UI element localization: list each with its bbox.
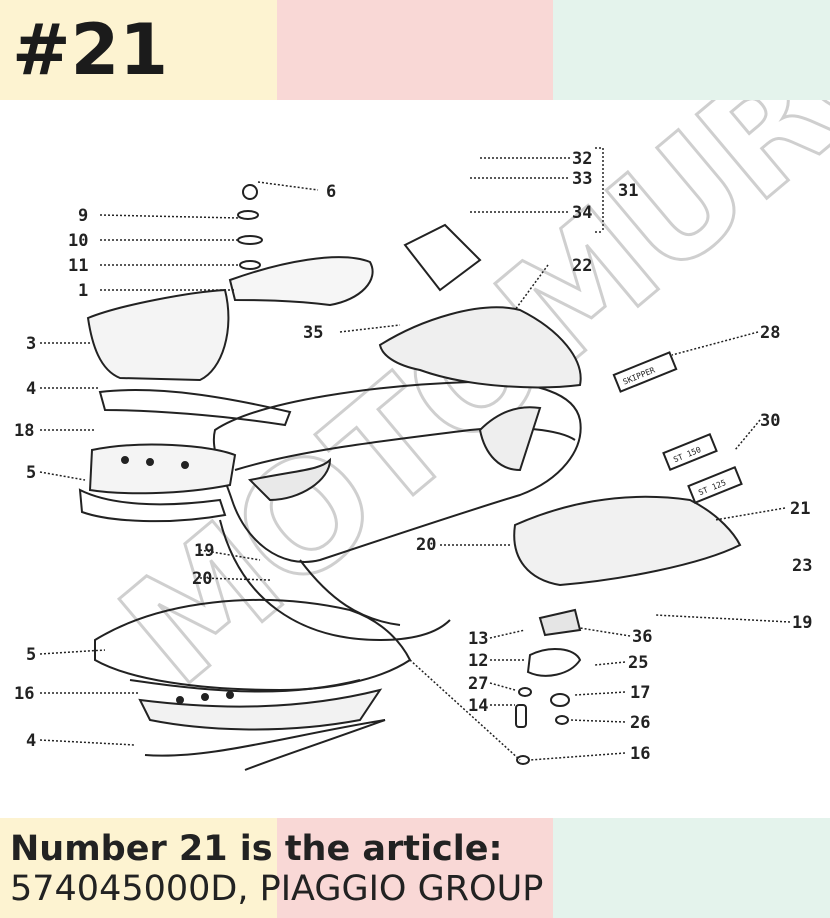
callout-31: 31	[618, 181, 638, 201]
callout-22: 22	[572, 256, 592, 276]
callout-5b: 5	[26, 645, 36, 665]
callout-32: 32	[572, 149, 592, 169]
upper-left-parts	[78, 184, 374, 523]
right-side-parts	[378, 223, 742, 765]
callout-3: 3	[26, 334, 36, 354]
callout-35: 35	[303, 323, 323, 343]
callout-10: 10	[68, 231, 88, 251]
watermark-text: MOTOMURCIA	[90, 100, 830, 719]
callout-11: 11	[68, 256, 88, 276]
page-title: #21	[12, 9, 169, 91]
caption-heading: Number 21 is the article:	[10, 829, 503, 869]
callout-19b: 19	[792, 613, 812, 633]
footer-color-band	[0, 818, 830, 918]
callout-labels: 32 33 31 34 6 9 10 11 1 22 35 28 3 4 18 …	[14, 149, 812, 764]
callout-19: 19	[194, 541, 214, 561]
callout-16: 16	[14, 684, 34, 704]
leader-lines	[39, 147, 791, 761]
stickers: SKIPPER ST 150 ST 125	[612, 351, 743, 505]
callout-23: 23	[792, 556, 812, 576]
callout-18: 18	[14, 421, 34, 441]
callout-20: 20	[192, 569, 212, 589]
callout-36: 36	[632, 627, 652, 647]
callout-26: 26	[630, 713, 650, 733]
callout-14: 14	[468, 696, 488, 716]
watermark: MOTOMURCIA	[89, 100, 830, 721]
callout-27: 27	[468, 674, 488, 694]
callout-21: 21	[790, 499, 810, 519]
callout-6: 6	[326, 182, 336, 202]
caption-article: 574045000D, PIAGGIO GROUP	[10, 869, 544, 909]
callout-33: 33	[572, 169, 592, 189]
callout-30: 30	[760, 411, 780, 431]
callout-20b: 20	[416, 535, 436, 555]
body-shell	[212, 380, 582, 642]
callout-9: 9	[78, 206, 88, 226]
callout-4: 4	[26, 379, 36, 399]
callout-34: 34	[572, 203, 592, 223]
callout-4b: 4	[26, 731, 36, 751]
callout-25: 25	[628, 653, 648, 673]
callout-16b: 16	[630, 744, 650, 764]
callout-17: 17	[630, 683, 650, 703]
header-color-band	[0, 0, 830, 100]
callout-13: 13	[468, 629, 488, 649]
callout-1: 1	[78, 281, 88, 301]
exploded-parts-diagram: MOTOMURCIA	[14, 100, 830, 771]
callout-28: 28	[760, 323, 780, 343]
callout-12: 12	[468, 651, 488, 671]
callout-5: 5	[26, 463, 36, 483]
